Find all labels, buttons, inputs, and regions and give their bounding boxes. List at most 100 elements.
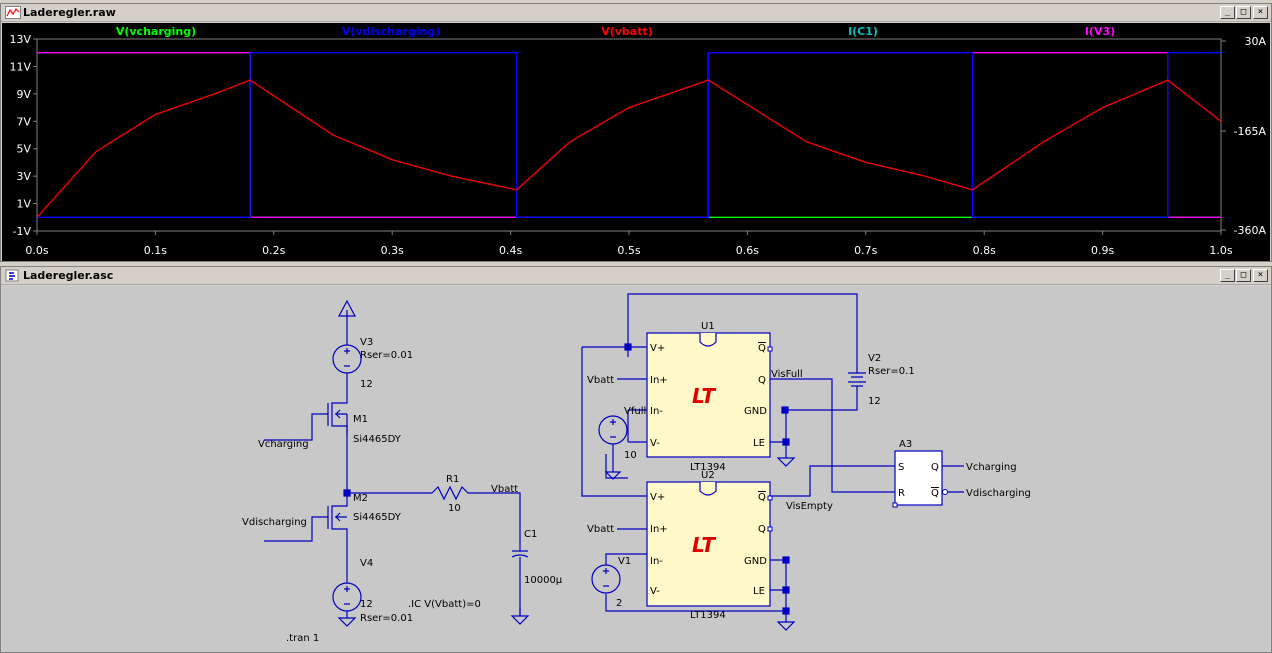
schematic-window: Laderegler.asc _ □ × [0, 266, 1272, 653]
trace-v-vbatt- [36, 79, 1222, 218]
pin-qbar-u2: Q [758, 492, 766, 503]
legend-i-c1-[interactable]: I(C1) [848, 25, 878, 38]
mosfet-m2[interactable] [264, 493, 348, 568]
close-button[interactable]: × [1253, 269, 1268, 282]
label-v4-val: 12 [360, 599, 373, 610]
label-visempty: VisEmpty [786, 501, 833, 512]
flipflop-a3[interactable] [894, 450, 948, 506]
label-out-vdischarging: Vdischarging [966, 488, 1031, 499]
label-vfull: Vfull [624, 406, 646, 417]
label-v2-val: 12 [868, 396, 881, 407]
resistor-r1[interactable] [431, 485, 521, 551]
label-m2-model: Si4465DY [353, 512, 402, 523]
label-v3: V3 [360, 337, 373, 348]
pin-vplus-u1: V+ [650, 343, 665, 354]
legend-v-vcharging-[interactable]: V(vcharging) [116, 25, 196, 38]
voltage-source-v4[interactable] [332, 568, 362, 618]
label-lt1394-a: LT1394 [690, 462, 726, 473]
pin-vminus-u2: V- [650, 586, 660, 597]
label-v3-rser: Rser=0.01 [360, 350, 413, 361]
y-tick-label: 13V [9, 33, 31, 46]
schematic-title: Laderegler.asc [23, 269, 114, 282]
label-c1: C1 [524, 529, 537, 540]
pin-q-u2: Q [758, 524, 766, 535]
label-v2: V2 [868, 353, 881, 364]
trace-legend: V(vcharging) V(vdischarging) V(vbatt) I(C1)… [116, 25, 1115, 38]
pin-r: R [898, 488, 905, 499]
x-tick-label: 0.0s [25, 244, 48, 257]
mosfet-m1[interactable] [264, 388, 348, 441]
voltage-source-vfull[interactable] [598, 415, 628, 445]
label-ic: .IC V(Vbatt)=0 [408, 599, 481, 610]
schematic-doc-icon [5, 269, 19, 282]
x-tick-label: 0.6s [736, 244, 759, 257]
legend-v-vbatt-[interactable]: V(vbatt) [601, 25, 653, 38]
waveform-titlebar[interactable]: Laderegler.raw _ □ × [1, 4, 1271, 22]
x-tick-label: 0.4s [499, 244, 522, 257]
maximize-button[interactable]: □ [1236, 269, 1251, 282]
lt-logo: LT [692, 384, 716, 408]
x-tick-label: 0.5s [617, 244, 640, 257]
lt-logo: LT [692, 533, 716, 557]
x-tick-label: 0.8s [973, 244, 996, 257]
x-tick-label: 0.1s [144, 244, 167, 257]
minimize-button[interactable]: _ [1220, 269, 1235, 282]
label-r1: R1 [446, 474, 459, 485]
legend-i-v3-[interactable]: I(V3) [1085, 25, 1115, 38]
comparator-u1[interactable]: LT [646, 332, 771, 458]
ground-icon [510, 608, 530, 625]
label-m1: M1 [353, 414, 368, 425]
waveform-title: Laderegler.raw [23, 6, 116, 19]
label-v2-rser: Rser=0.1 [868, 366, 915, 377]
ground-icon [776, 611, 796, 631]
label-a3: A3 [899, 439, 912, 450]
y2-tick-label: -165A [1234, 125, 1267, 138]
label-visfull: VisFull [771, 369, 803, 380]
pin-le-u1: LE [753, 438, 765, 449]
label-u2: U2 [701, 470, 715, 481]
y-tick-label: 9V [16, 88, 31, 101]
label-u1: U1 [701, 321, 715, 332]
voltage-source-v3[interactable] [332, 331, 362, 388]
comparator-u2[interactable]: LT [646, 481, 771, 607]
x-tick-label: 0.9s [1091, 244, 1114, 257]
label-v1: V1 [618, 556, 631, 567]
plot-frame [36, 38, 1222, 232]
minimize-button[interactable]: _ [1220, 6, 1235, 19]
pin-inplus-u2: In+ [650, 524, 668, 535]
label-r1-val: 10 [448, 503, 461, 514]
waveform-plot[interactable]: V(vcharging) V(vdischarging) V(vbatt) I(C1)… [2, 23, 1270, 261]
label-vbatt-u1: Vbatt [587, 375, 614, 386]
label-c1-val: 10000µ [524, 575, 563, 586]
pin-gnd-u2: GND [744, 556, 767, 567]
capacitor-c1[interactable] [511, 550, 529, 616]
schematic-titlebar[interactable]: Laderegler.asc _ □ × [1, 267, 1271, 285]
label-vfull-val: 10 [624, 450, 637, 461]
battery-v2[interactable] [848, 363, 866, 392]
y2-tick-label: 30A [1244, 35, 1266, 48]
ground-icon [604, 444, 622, 480]
pin-inminus-u1: In- [650, 406, 663, 417]
label-v4: V4 [360, 558, 373, 569]
label-vcharging: Vcharging [258, 439, 309, 450]
x-tick-label: 1.0s [1209, 244, 1232, 257]
label-v4-rser: Rser=0.01 [360, 613, 413, 624]
label-vdischarging: Vdischarging [242, 517, 307, 528]
label-lt1394-b: LT1394 [690, 610, 726, 621]
legend-v-vdischarging-[interactable]: V(vdischarging) [342, 25, 440, 38]
voltage-source-v1[interactable] [591, 553, 625, 594]
close-button[interactable]: × [1253, 6, 1268, 19]
ground-icon [337, 617, 357, 627]
y-tick-label: 3V [16, 170, 31, 183]
label-out-vcharging: Vcharging [966, 462, 1017, 473]
schematic-canvas[interactable]: LT LT V3 Rser=0.01 12 M1 Si4465DY Vcharg… [2, 286, 1270, 652]
pin-vminus-u1: V- [650, 438, 660, 449]
maximize-button[interactable]: □ [1236, 6, 1251, 19]
pin-gnd-u1: GND [744, 406, 767, 417]
pin-q-a3: Q [931, 462, 939, 473]
x-tick-label: 0.7s [854, 244, 877, 257]
pin-s: S [898, 462, 904, 473]
label-tran: .tran 1 [286, 633, 319, 644]
